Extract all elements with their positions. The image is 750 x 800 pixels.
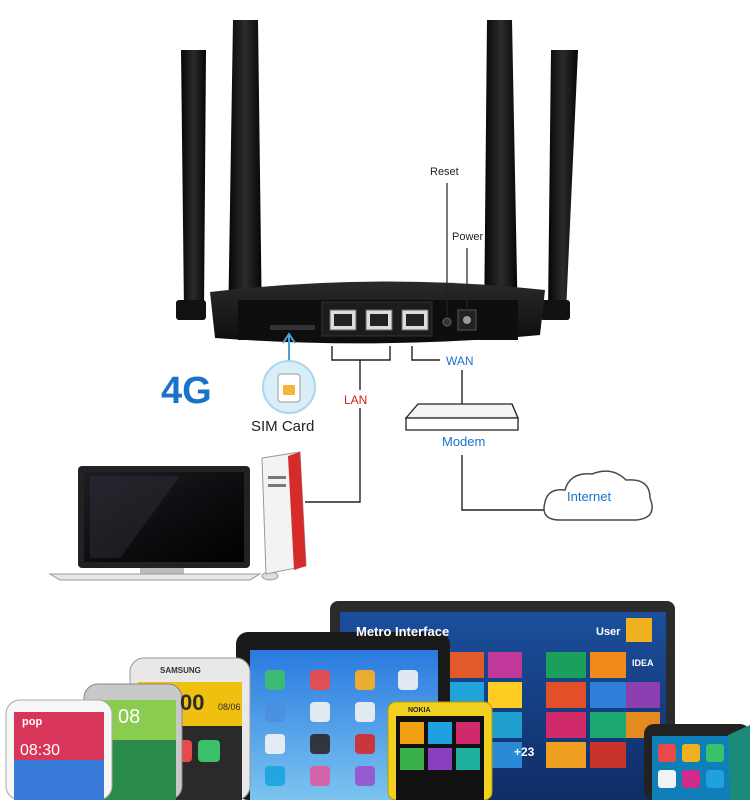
- modem-label: Modem: [442, 434, 486, 449]
- router-antennas: [176, 20, 578, 330]
- sim-card-label: SIM Card: [251, 418, 315, 435]
- wan-connector-line: [411, 346, 545, 511]
- sim-slot: [270, 325, 315, 330]
- wan-port: [401, 309, 429, 331]
- reset-hole: [442, 317, 452, 327]
- wan-label: WAN: [446, 354, 474, 368]
- tablet-date: 08/06: [218, 702, 241, 712]
- sim-card-icon: [262, 360, 316, 414]
- antenna-right: [484, 20, 518, 330]
- laptop-tile-idea: IDEA: [632, 658, 654, 668]
- keyboard: [48, 573, 262, 581]
- laptop-tile-plus23: +23: [514, 745, 535, 759]
- modem-icon: [404, 403, 519, 431]
- devices-group: [5, 601, 750, 800]
- phone-time-1: 08:30: [20, 742, 61, 759]
- router-body: [210, 281, 545, 344]
- nokia-phone: [387, 701, 493, 800]
- right-phone: [644, 724, 750, 800]
- phone-time-2: 08: [118, 706, 141, 728]
- antenna-left: [228, 20, 262, 330]
- lan-label: LAN: [344, 393, 368, 407]
- nokia-brand: NOKIA: [408, 707, 431, 714]
- samsung-brand: SAMSUNG: [160, 666, 201, 675]
- white-phone: [5, 699, 113, 800]
- lan-connector-line: [305, 346, 391, 503]
- teal-device-edge: [728, 725, 750, 800]
- four-g-label: 4G: [161, 370, 212, 412]
- laptop-user-text: User: [596, 626, 621, 638]
- lan-ports: [329, 309, 393, 331]
- reset-label: Reset: [430, 166, 459, 178]
- internet-label: Internet: [567, 489, 612, 504]
- antenna-far-left: [181, 50, 206, 310]
- antenna-hinge-right: [540, 300, 570, 320]
- laptop-header-text: Metro Interface: [356, 624, 450, 639]
- antenna-far-right: [548, 50, 578, 312]
- phone-time-3: 00: [180, 690, 205, 715]
- desktop-pc-icon: [48, 451, 307, 581]
- phone-brand-pop: pop: [22, 716, 43, 728]
- internet-cloud-icon: [543, 470, 653, 521]
- sim-arrow: [282, 332, 296, 362]
- antenna-hinge-left: [176, 300, 206, 320]
- power-label: Power: [452, 231, 484, 243]
